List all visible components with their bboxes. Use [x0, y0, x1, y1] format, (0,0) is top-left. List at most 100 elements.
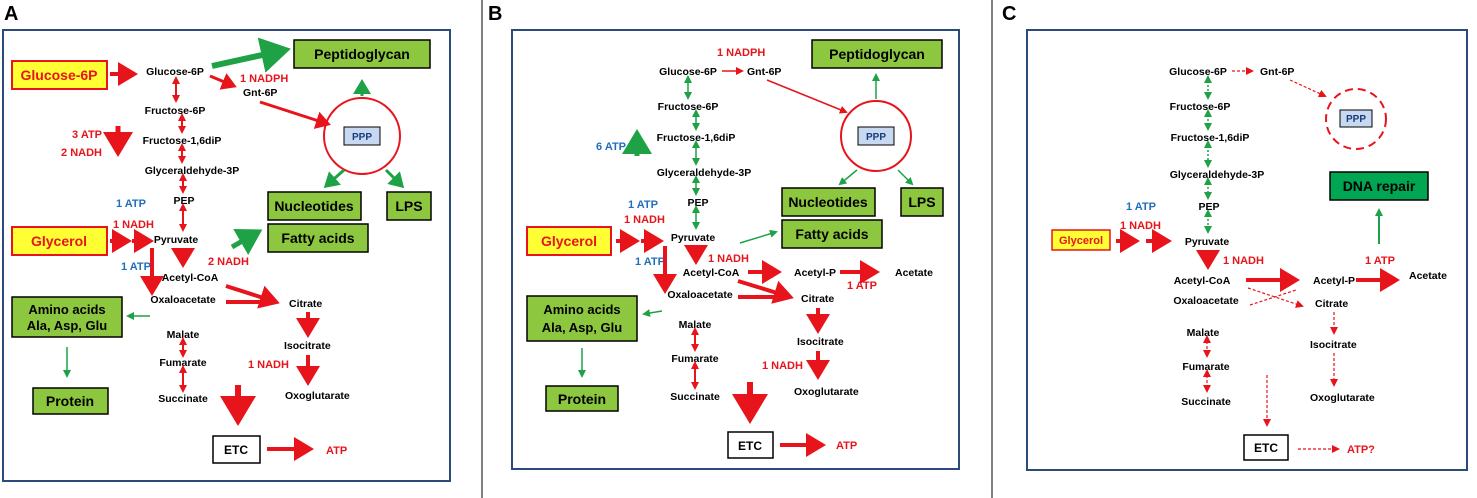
gnt6p: Gnt-6P: [747, 66, 781, 78]
protein-box: [545, 385, 619, 412]
acetylcoa: Acetyl-CoA: [1174, 275, 1231, 287]
nadh1a: 1 NADH: [624, 214, 665, 226]
panel-a-label: A: [4, 3, 18, 25]
dna-repair-box: [1329, 171, 1429, 201]
amino-acids-line1: Amino acids: [543, 302, 620, 317]
fructose16dip: Fructose-1,6diP: [143, 135, 222, 147]
etc-label: ETC: [738, 439, 762, 453]
glucose6p-box: [11, 60, 108, 90]
panel-a: A Glucose-6P Glycerol Peptidoglycan Nucl…: [2, 3, 451, 482]
oxaloacetate: Oxaloacetate: [150, 294, 216, 306]
gnt6p: Gnt-6P: [1260, 66, 1294, 78]
isocitrate: Isocitrate: [1310, 339, 1357, 351]
acetylcoa: Acetyl-CoA: [683, 267, 740, 279]
nucleotides-label: Nucleotides: [788, 194, 868, 210]
acetylp: Acetyl-P: [1313, 275, 1355, 287]
oxoglutarate: Oxoglutarate: [794, 386, 859, 398]
acetylcoa: Acetyl-CoA: [162, 272, 219, 284]
etc-box: [1243, 434, 1289, 461]
nucleotides-box: [781, 187, 876, 217]
pep: PEP: [1198, 201, 1219, 213]
atp3: 3 ATP: [72, 129, 102, 141]
etc-label: ETC: [1254, 441, 1278, 455]
panel-b-arrows: [578, 67, 914, 457]
ppp-circle: [840, 100, 912, 172]
fructose6p: Fructose-6P: [1170, 101, 1231, 113]
malate: Malate: [679, 319, 712, 331]
nadh1c: 1 NADH: [762, 360, 803, 372]
malate: Malate: [167, 329, 200, 341]
panel-b-label: B: [488, 3, 502, 25]
glyceraldehyde: Glyceraldehyde-3P: [145, 165, 240, 177]
glycerol-box: [11, 226, 108, 256]
peptidoglycan-label: Peptidoglycan: [829, 46, 925, 62]
lps-label: LPS: [395, 198, 422, 214]
ppp-label: PPP: [352, 132, 372, 143]
nucleotides-label: Nucleotides: [274, 198, 354, 214]
atp1b: 1 ATP: [121, 261, 151, 273]
etc-box: [727, 431, 774, 459]
atp1b: 1 ATP: [635, 256, 665, 268]
nucleotides-box: [267, 191, 362, 221]
oxoglutarate: Oxoglutarate: [285, 390, 350, 402]
fructose16dip: Fructose-1,6diP: [1171, 132, 1250, 144]
glycerol-box-label: Glycerol: [1059, 235, 1103, 247]
succinate: Succinate: [158, 393, 208, 405]
atp1c: 1 ATP: [1365, 255, 1395, 267]
fructose16dip: Fructose-1,6diP: [657, 132, 736, 144]
isocitrate: Isocitrate: [797, 336, 844, 348]
etc-label: ETC: [224, 443, 248, 457]
ppp-circle: [323, 97, 401, 175]
atp-label: ATP: [836, 440, 857, 452]
lps-label: LPS: [908, 194, 935, 210]
peptidoglycan-label: Peptidoglycan: [314, 46, 410, 62]
glucose6p: Glucose-6P: [146, 66, 204, 78]
fatty-acids-label: Fatty acids: [281, 230, 354, 246]
glycerol-box: [1051, 229, 1111, 251]
protein-label: Protein: [46, 393, 94, 409]
glycerol-box-label: Glycerol: [31, 233, 87, 249]
nadh1a: 1 NADH: [1120, 220, 1161, 232]
ppp-label: PPP: [1346, 114, 1366, 125]
panel-a-arrows: [63, 37, 405, 461]
lps-box: [386, 191, 432, 221]
protein-label: Protein: [558, 391, 606, 407]
atp1a: 1 ATP: [116, 198, 146, 210]
ppp-box: [1339, 109, 1373, 128]
acetate: Acetate: [895, 267, 933, 279]
glucose6p-box-label: Glucose-6P: [20, 67, 97, 83]
pep: PEP: [173, 195, 194, 207]
pyruvate: Pyruvate: [154, 234, 199, 246]
malate: Malate: [1187, 327, 1220, 339]
oxaloacetate: Oxaloacetate: [1173, 295, 1239, 307]
atp-label: ATP: [326, 445, 347, 457]
panel-c-frame: [1026, 29, 1468, 471]
succinate: Succinate: [1181, 396, 1231, 408]
atp1c: 1 ATP: [847, 280, 877, 292]
fructose6p: Fructose-6P: [658, 101, 719, 113]
fatty-acids-label: Fatty acids: [795, 226, 868, 242]
panel-c-label: C: [1002, 3, 1016, 25]
ppp-label: PPP: [866, 132, 886, 143]
acetate: Acetate: [1409, 270, 1447, 282]
atp-q: ATP?: [1347, 444, 1375, 456]
oxaloacetate: Oxaloacetate: [667, 289, 733, 301]
glycerol-box: [526, 226, 612, 256]
panel-c-arrows: [1116, 67, 1400, 453]
panel-c: C PPP DNA repair Glycerol ETC ATP? Gluco…: [1002, 3, 1468, 471]
pep: PEP: [687, 197, 708, 209]
isocitrate: Isocitrate: [284, 340, 331, 352]
citrate: Citrate: [801, 293, 834, 305]
amino-acids-line2: Ala, Asp, Glu: [27, 318, 107, 333]
gnt6p: Gnt-6P: [243, 87, 277, 99]
glyceraldehyde: Glyceraldehyde-3P: [657, 167, 752, 179]
fumarate: Fumarate: [159, 357, 206, 369]
nadh1b: 1 NADH: [248, 359, 289, 371]
nadh2b: 2 NADH: [208, 256, 249, 268]
acetylp: Acetyl-P: [794, 267, 836, 279]
panel-b-frame: [511, 29, 960, 470]
atp6: 6 ATP: [596, 141, 626, 153]
fatty-acids-box: [267, 223, 369, 253]
panel-b: B Peptidoglycan Nucleotides LPS Fatty ac…: [488, 3, 960, 470]
